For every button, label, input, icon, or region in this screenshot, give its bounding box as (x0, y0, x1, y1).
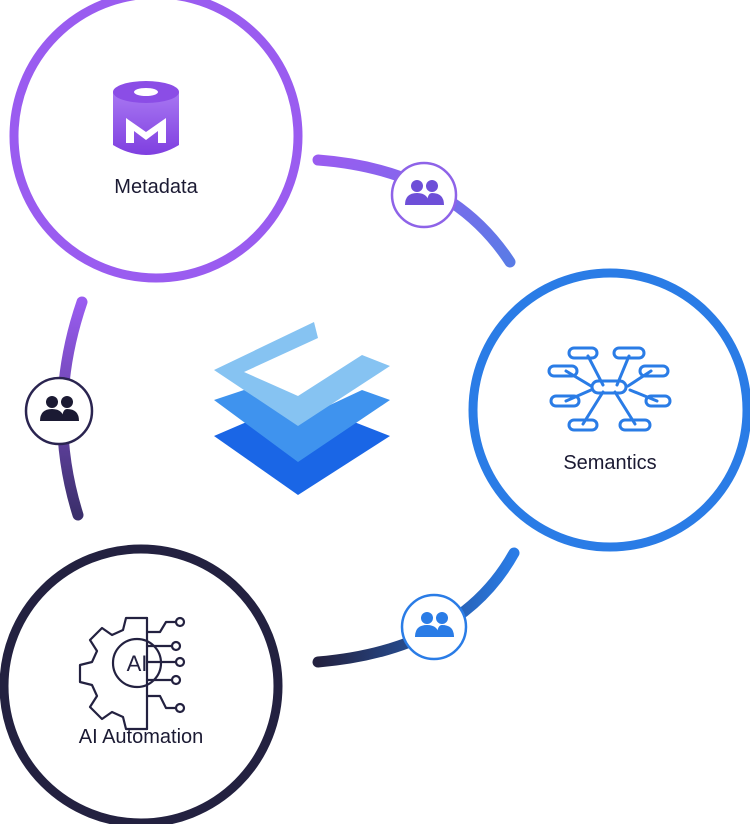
people-icon (405, 180, 444, 205)
database-m-icon (113, 81, 179, 155)
connector-badge-metadata-semantics (390, 161, 458, 229)
layers-stack-icon (214, 322, 390, 495)
node-semantics-ring (468, 268, 750, 552)
node-semantics-label: Semantics (563, 452, 657, 474)
layer-middle (214, 390, 390, 462)
node-metadata-label: Metadata (114, 176, 198, 198)
ai-gear-circuit-icon (78, 616, 186, 731)
node-metadata (9, 0, 303, 283)
people-icon (40, 396, 79, 421)
layer-top (214, 322, 390, 426)
ai-icon-text: AI (127, 651, 148, 676)
node-ai-automation-label: AI Automation (78, 726, 204, 748)
connector-badge-metadata-ai (24, 376, 94, 446)
node-ai-automation: AI (0, 544, 283, 824)
mind-map-icon (547, 346, 672, 432)
node-semantics (468, 268, 750, 552)
people-icon (415, 612, 454, 637)
connector-badge-ai-semantics (400, 593, 468, 661)
